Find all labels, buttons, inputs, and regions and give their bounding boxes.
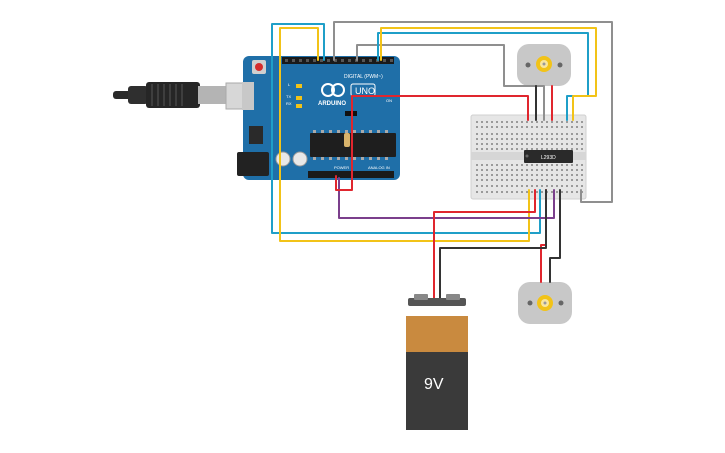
dc-motor-bottom[interactable]	[518, 282, 572, 324]
chip-label: L293D	[541, 155, 556, 161]
wire-yellow-top[interactable]	[380, 27, 597, 121]
arduino-logo-text: ARDUINO	[318, 101, 346, 107]
wire-red-battery[interactable]	[433, 189, 536, 301]
wire-black-motor-bottom[interactable]	[549, 189, 561, 283]
battery-label: 9V	[424, 376, 444, 393]
dc-motor-top[interactable]	[517, 44, 571, 86]
breadboard-holes	[476, 121, 583, 193]
wire-blue-outer[interactable]	[271, 23, 541, 234]
rx-label: RX	[286, 101, 292, 106]
l-label: L	[288, 82, 291, 87]
digital-header[interactable]	[282, 57, 394, 64]
wire-red-loop[interactable]	[335, 95, 353, 191]
wire-black-battery[interactable]	[439, 189, 547, 301]
arduino-uno-board[interactable]: DIGITAL (PWM~) ARDUINO UNO TX RX L ON PO…	[237, 56, 400, 180]
wire-blue-top[interactable]	[377, 32, 589, 121]
wire-purple[interactable]	[338, 177, 555, 219]
wires	[271, 21, 613, 301]
digital-label: DIGITAL (PWM~)	[344, 74, 383, 80]
wire-gray-outer[interactable]	[333, 21, 613, 203]
uno-label: UNO	[355, 86, 375, 96]
battery-9v[interactable]: 9V	[406, 294, 468, 430]
power-label: POWER	[334, 165, 349, 170]
analog-in-label: ANALOG IN	[368, 165, 390, 170]
tx-label: TX	[286, 94, 291, 99]
wire-red-top[interactable]	[351, 95, 529, 121]
l293d-chip[interactable]: L293D	[524, 150, 573, 163]
wire-yellow-outer[interactable]	[279, 27, 530, 242]
wire-gray-inner[interactable]	[356, 44, 545, 121]
usb-cable	[113, 82, 253, 110]
on-label: ON	[386, 98, 392, 103]
